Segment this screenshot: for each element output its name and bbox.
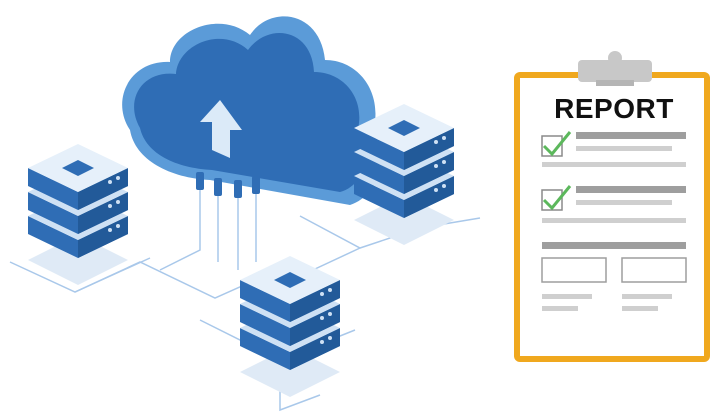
form-box-right xyxy=(621,257,687,283)
checkmark-icon xyxy=(542,185,572,211)
cloud-upload-icon xyxy=(122,16,384,206)
server-stack-right-icon xyxy=(354,104,454,245)
server-stack-bottom-icon xyxy=(240,256,340,397)
report-title: REPORT xyxy=(554,93,674,124)
checkmark-icon xyxy=(542,131,572,157)
clipboard-report-icon: REPORT xyxy=(514,51,710,362)
form-box-left xyxy=(541,257,607,283)
server-stack-left-icon xyxy=(28,144,128,285)
